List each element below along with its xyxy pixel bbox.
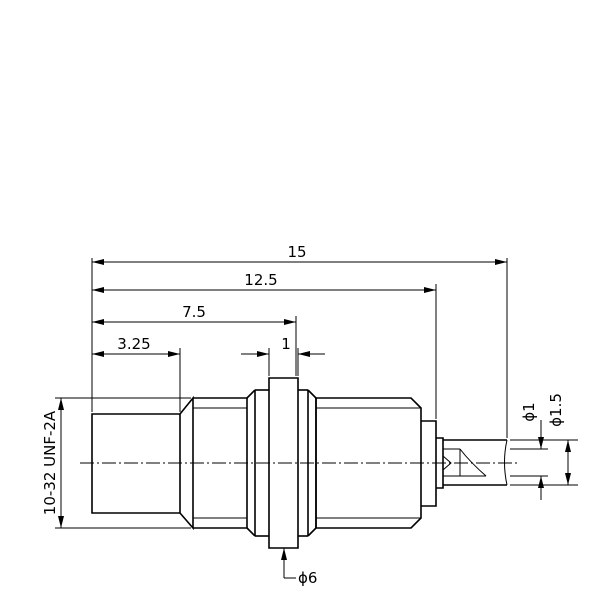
dimension-overall-length: 15 bbox=[92, 243, 507, 265]
thread-spec-label: 10-32 UNF-2A bbox=[41, 410, 59, 515]
dimension-pin-tube-diameter: ϕ1.5 bbox=[547, 393, 571, 485]
pin-tube-diameter-label: ϕ1.5 bbox=[547, 393, 565, 427]
pin-diameter-label: ϕ1 bbox=[520, 402, 538, 421]
overall-length-label: 15 bbox=[287, 243, 306, 261]
flange-thickness-label: 1 bbox=[281, 335, 291, 353]
dimension-flange-thickness: 1 bbox=[241, 335, 325, 357]
dimension-body-length: 12.5 bbox=[92, 271, 436, 293]
dimension-pin-diameter: ϕ1 bbox=[520, 402, 544, 500]
dimension-thread-spec: 10-32 UNF-2A bbox=[41, 398, 64, 528]
dimension-flange-position: 7.5 bbox=[92, 303, 296, 325]
flange bbox=[268, 377, 299, 549]
body-length-label: 12.5 bbox=[244, 271, 277, 289]
shank-length-label: 3.25 bbox=[117, 335, 150, 353]
extension-lines bbox=[55, 258, 578, 529]
flange-position-label: 7.5 bbox=[182, 303, 206, 321]
flange-diameter-label: ϕ6 bbox=[298, 569, 317, 587]
dimension-shank-length: 3.25 bbox=[92, 335, 180, 357]
dimension-flange-diameter: ϕ6 bbox=[281, 548, 317, 587]
